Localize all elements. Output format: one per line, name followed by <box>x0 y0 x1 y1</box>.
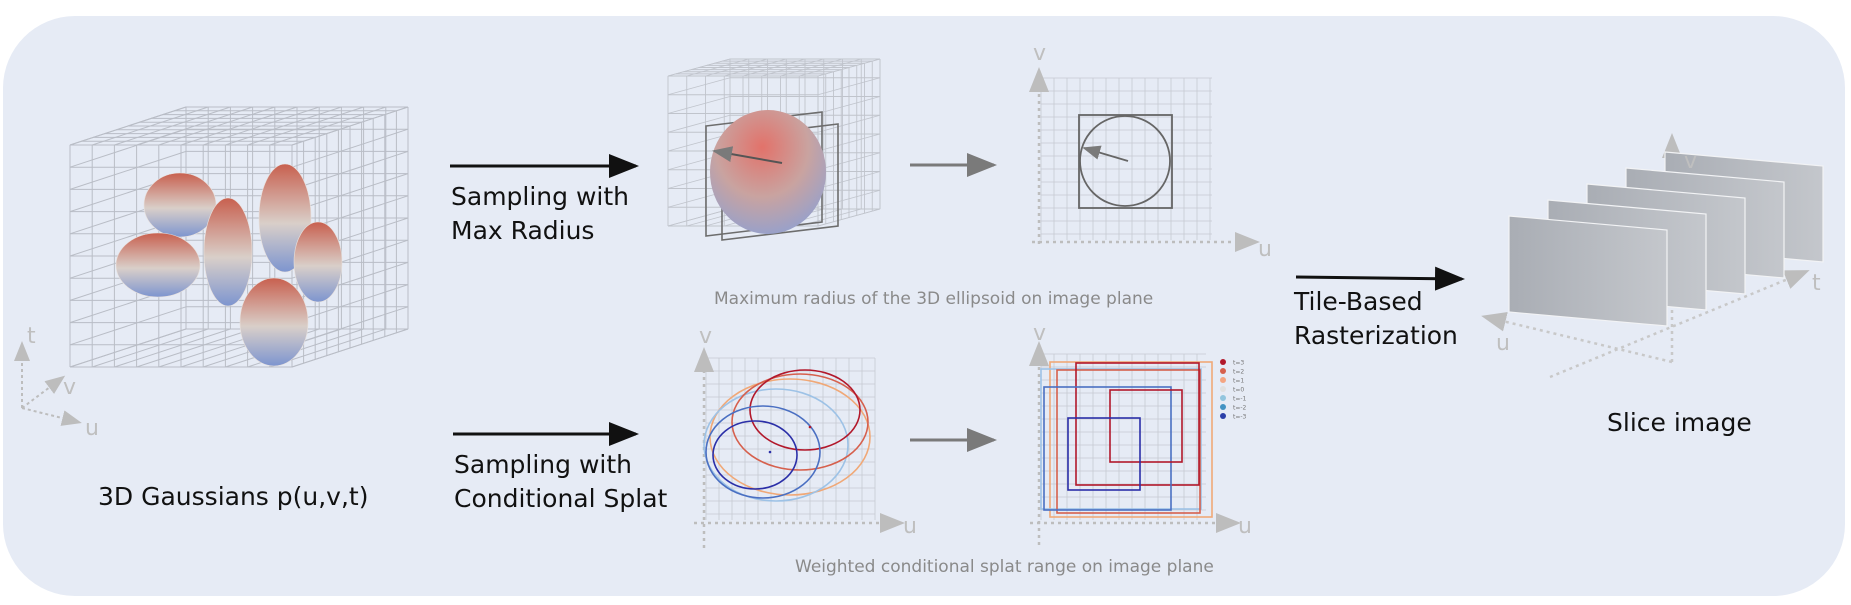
legend-swatch <box>1220 395 1226 401</box>
axis-label-t: t <box>1812 271 1821 296</box>
time-legend: t=3 t=2 t=1 t=0 t=-1 t=-2 t=-3 <box>1220 359 1247 421</box>
axis-label-u: u <box>1496 331 1510 356</box>
conditional-splat-plane: v u <box>694 324 917 548</box>
legend-swatch <box>1220 413 1226 419</box>
label-sampling-max-radius: Sampling with Max Radius <box>451 182 630 245</box>
gaussian-ellipsoid <box>203 197 253 307</box>
legend-label: t=2 <box>1233 369 1244 376</box>
axis-label-u: u <box>1238 514 1252 539</box>
axis-label-u: u <box>1258 237 1272 262</box>
axis-label-v: v <box>1033 321 1046 346</box>
gaussian-ellipsoid <box>115 232 201 298</box>
gaussian-ellipsoid <box>239 277 309 367</box>
caption-splat-range: Weighted conditional splat range on imag… <box>795 557 1214 577</box>
label-sampling-conditional-splat: Sampling with Conditional Splat <box>454 450 668 513</box>
legend-label: t=1 <box>1233 378 1244 385</box>
label-tile-based-rasterization: Tile-Based Rasterization <box>1294 287 1458 350</box>
legend-label: t=-1 <box>1233 396 1247 403</box>
axis-label-v: v <box>1033 41 1046 66</box>
gaussian-ellipsoids <box>115 163 343 367</box>
legend-swatch <box>1220 368 1226 374</box>
axis-label-u: u <box>85 416 99 441</box>
gaussian-ellipsoid <box>143 172 217 238</box>
label-slice-image: Slice image <box>1607 408 1752 437</box>
legend-label: t=-2 <box>1233 405 1247 412</box>
gaussian-cube: t v u <box>13 106 409 441</box>
axis-label-t: t <box>27 324 36 349</box>
cube-axes <box>13 341 82 426</box>
caption-max-radius: Maximum radius of the 3D ellipsoid on im… <box>714 289 1154 309</box>
axis-label-v: v <box>699 324 712 349</box>
axis-label-v: v <box>1684 149 1697 174</box>
max-radius-sphere <box>667 58 881 241</box>
slice-stack: v t u <box>1481 133 1824 379</box>
splat-range-plane: t=3 t=2 t=1 t=0 t=-1 t=-2 t=-3 v u <box>1029 321 1252 545</box>
legend-swatch <box>1220 359 1226 365</box>
gaussian-ellipsoid <box>293 221 343 303</box>
axis-label-u: u <box>903 514 917 539</box>
legend-label: t=0 <box>1233 387 1244 394</box>
axis-label-v: v <box>63 375 76 400</box>
legend-swatch <box>1220 404 1226 410</box>
label-3d-gaussians: 3D Gaussians p(u,v,t) <box>98 482 369 511</box>
arrow-rasterization <box>1295 266 1465 291</box>
slice-plane <box>1508 215 1668 327</box>
legend-label: t=3 <box>1233 360 1244 367</box>
sphere-ellipsoid <box>710 110 826 234</box>
legend-swatch <box>1220 386 1226 392</box>
legend-swatch <box>1220 377 1226 383</box>
max-radius-plane: v u <box>1029 41 1272 262</box>
legend-label: t=-3 <box>1233 414 1247 421</box>
